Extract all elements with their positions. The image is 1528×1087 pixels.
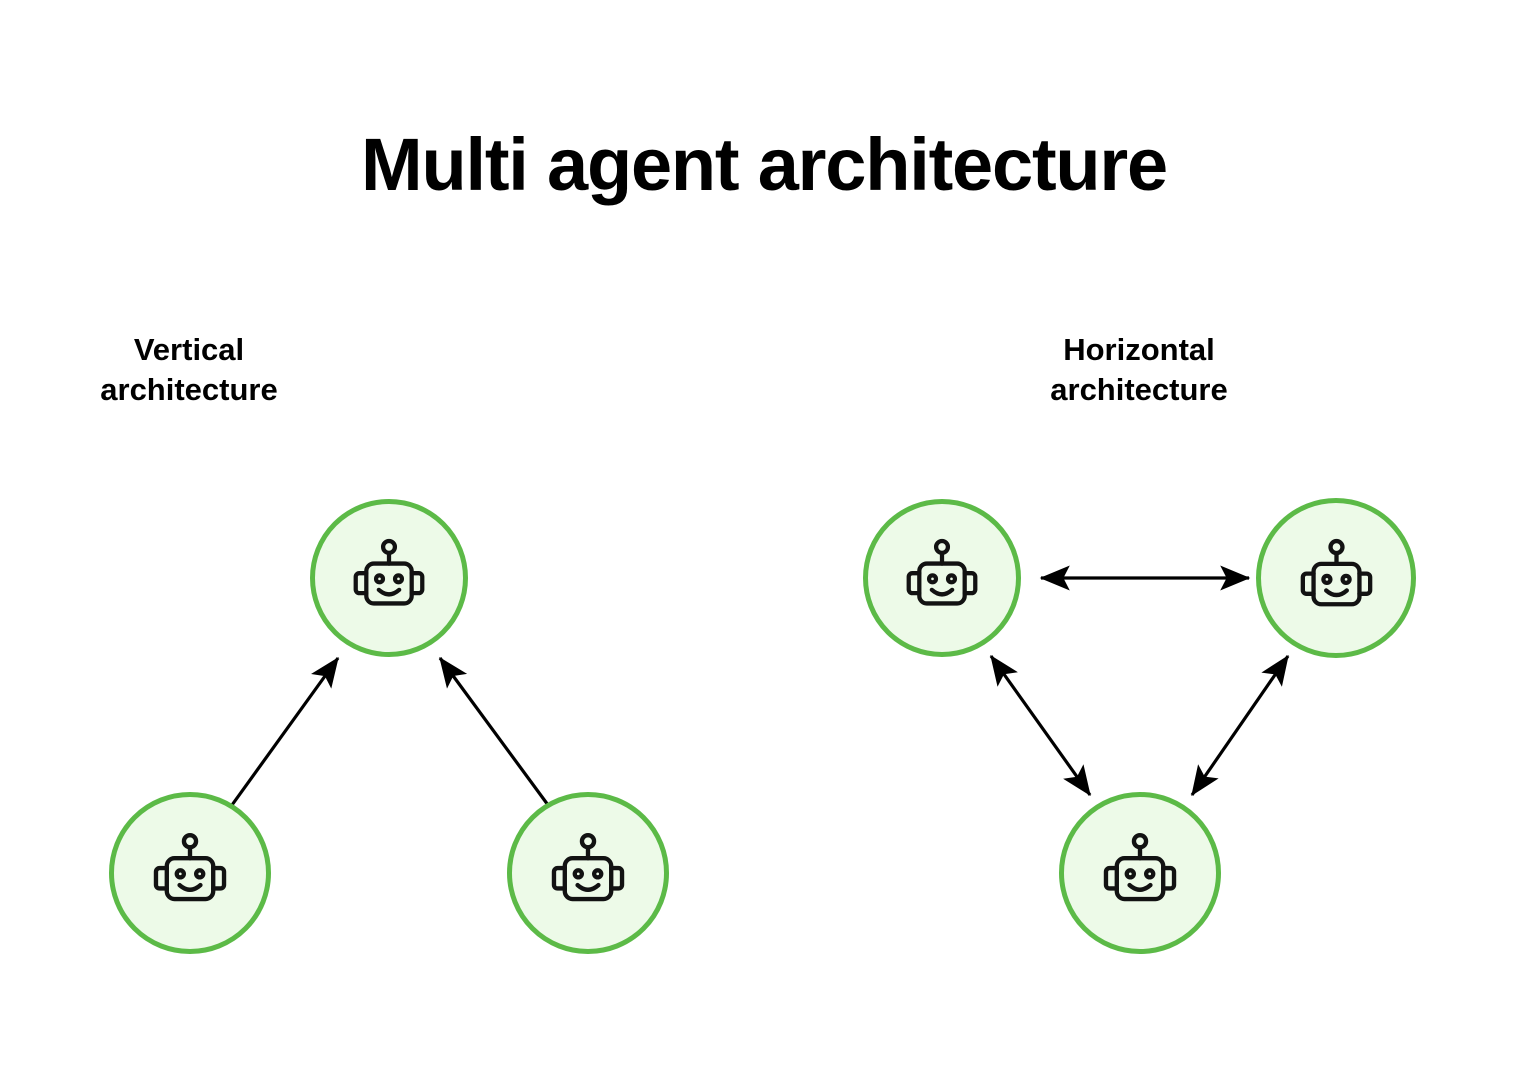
agent-node-horizontal-right[interactable]: [1256, 498, 1416, 658]
robot-icon: [543, 828, 633, 918]
agent-node-vertical-bottom-right[interactable]: [507, 792, 669, 954]
panel-label-horizontal: Horizontal architecture: [1050, 332, 1228, 408]
agent-node-vertical-top[interactable]: [310, 499, 468, 657]
edge-vertical-left: [230, 656, 340, 806]
robot-icon: [1292, 534, 1381, 623]
panel-label-vertical: Vertical architecture: [100, 332, 278, 408]
edge-horizontal-left: [989, 654, 1092, 797]
page-title: Multi agent architecture: [361, 123, 1168, 206]
robot-icon: [1095, 828, 1185, 918]
agent-node-horizontal-bottom[interactable]: [1059, 792, 1221, 954]
robot-icon: [145, 828, 235, 918]
edge-horizontal-right: [1190, 654, 1290, 797]
edge-vertical-right: [438, 656, 550, 806]
agent-node-horizontal-left[interactable]: [863, 499, 1021, 657]
agent-node-vertical-bottom-left[interactable]: [109, 792, 271, 954]
robot-icon: [898, 534, 986, 622]
robot-icon: [345, 534, 433, 622]
